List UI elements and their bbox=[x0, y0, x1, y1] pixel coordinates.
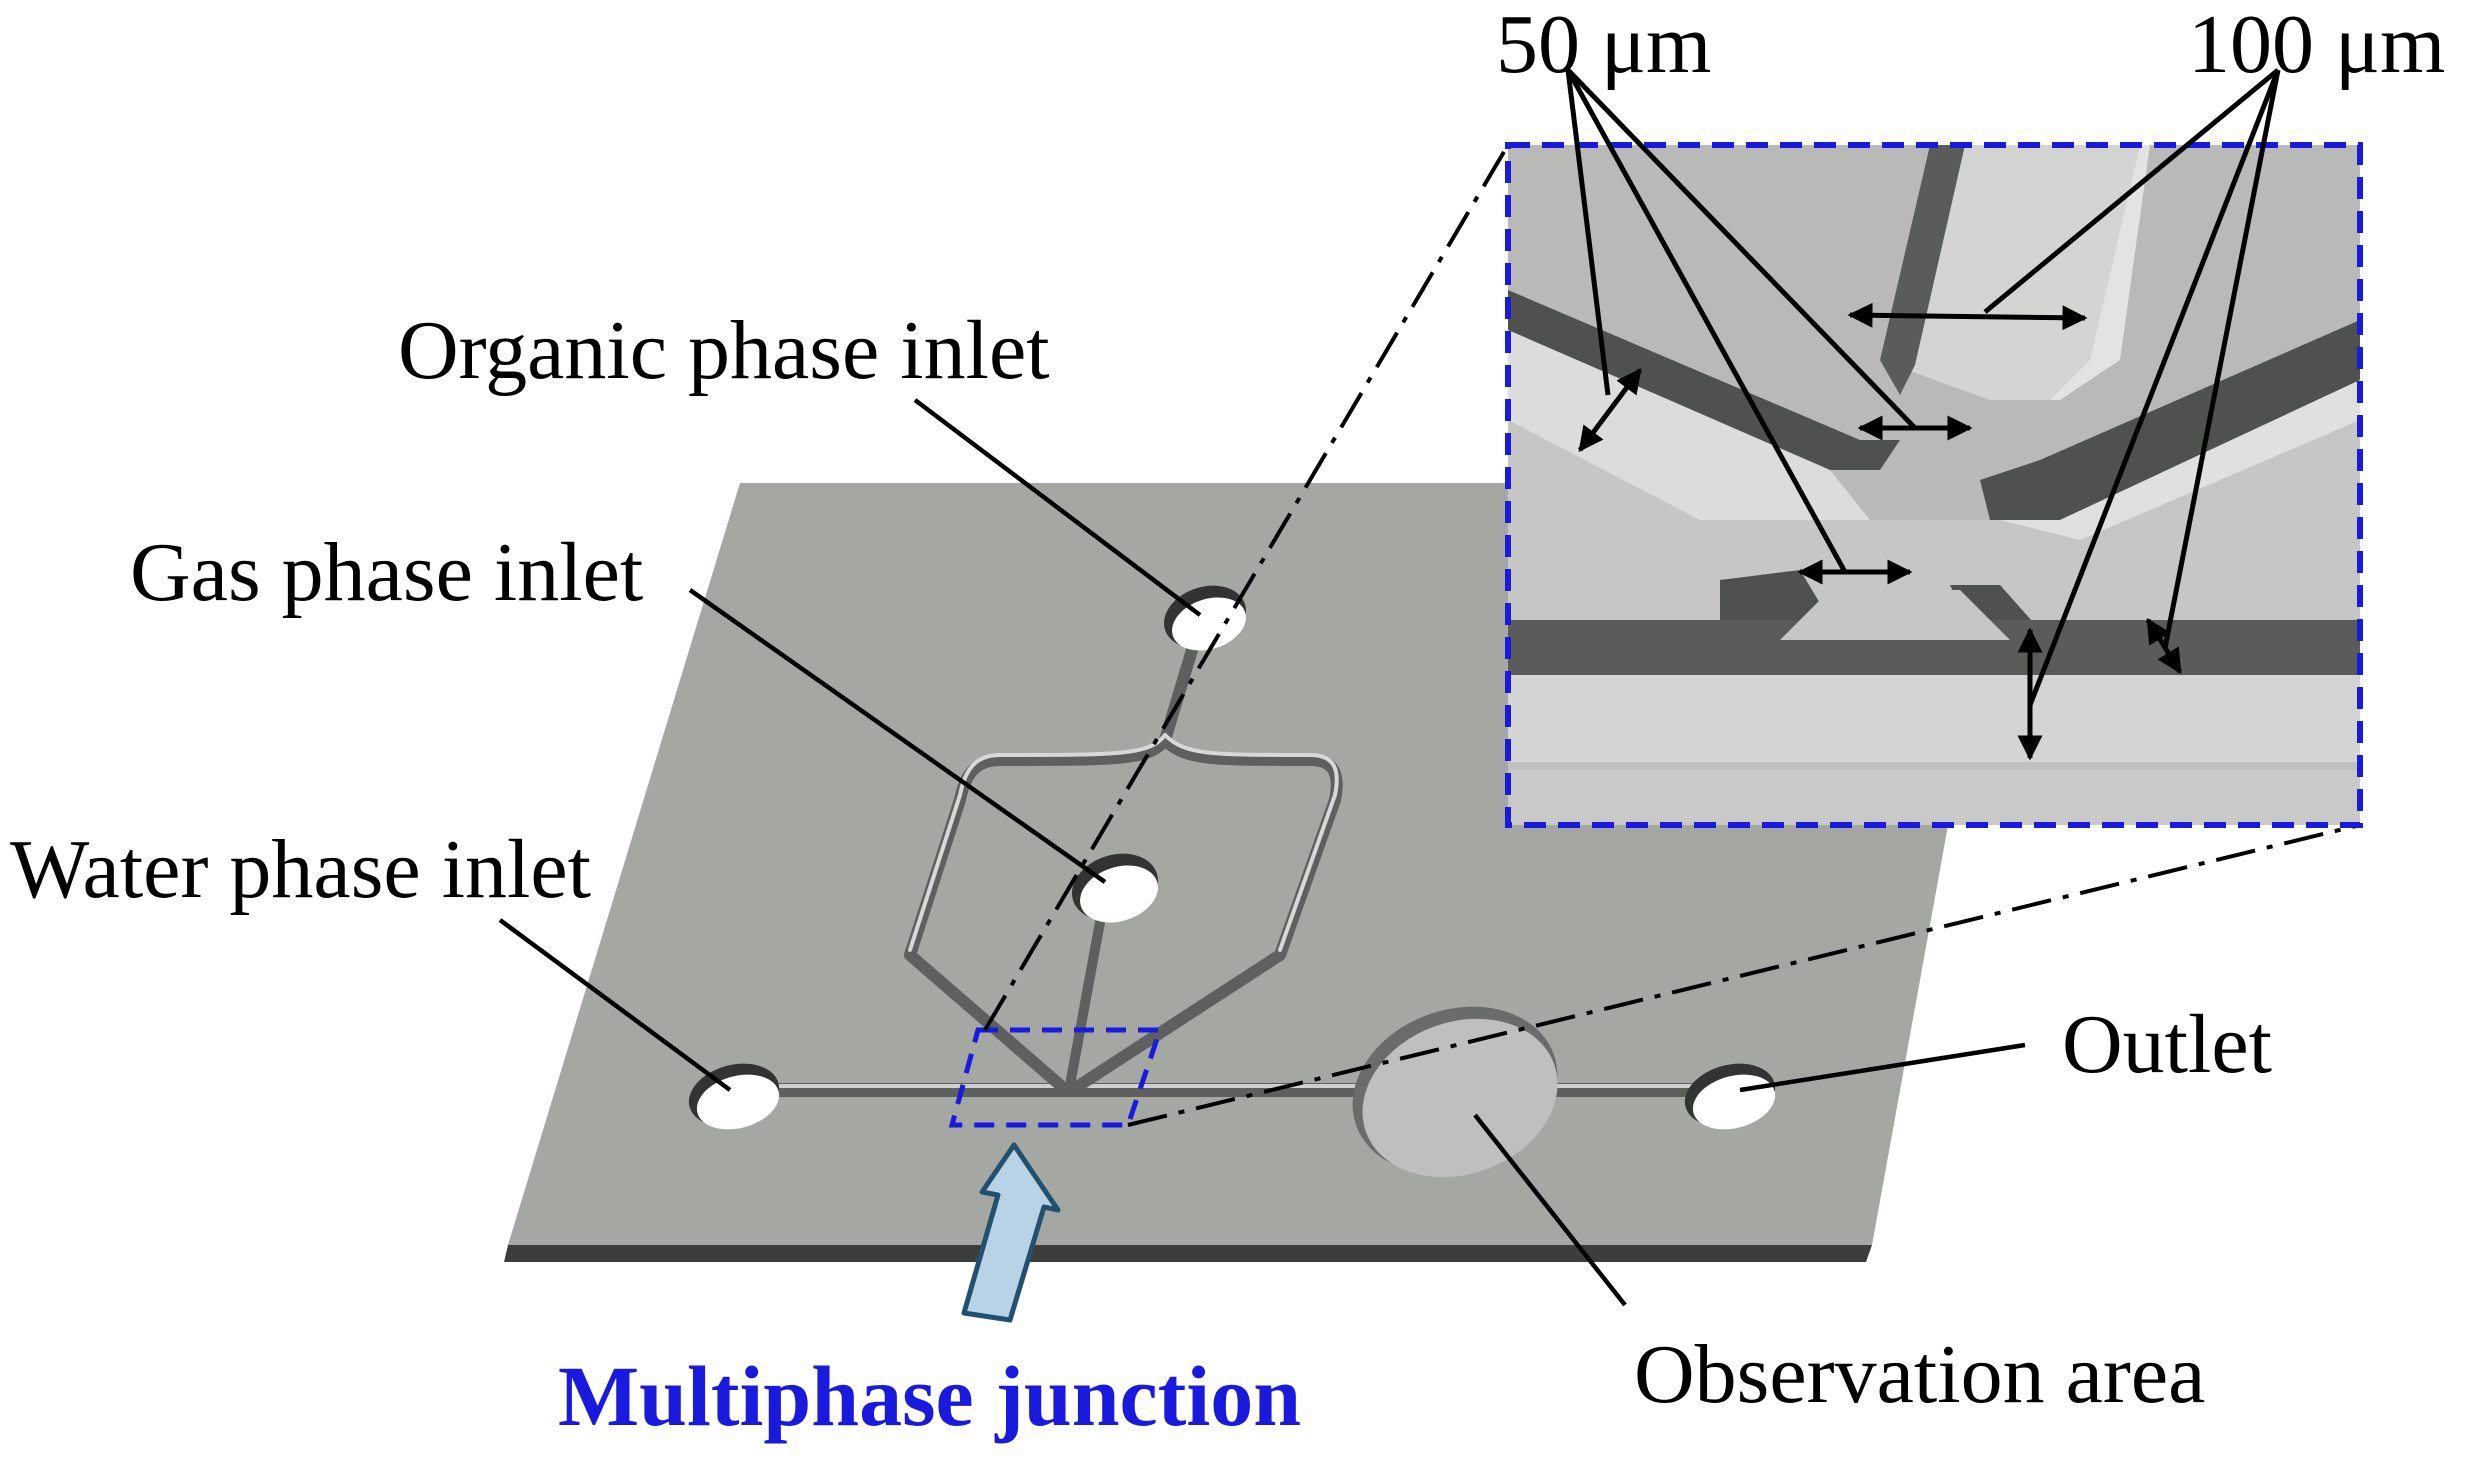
dimension-arrows bbox=[1578, 302, 2183, 761]
dim-arrow-left-channel bbox=[1578, 368, 1642, 452]
inset-border bbox=[1505, 142, 2363, 828]
zoom-lines bbox=[983, 143, 2361, 1127]
chip-edge bbox=[504, 1245, 1872, 1262]
dim-arrow-top-channel bbox=[1847, 302, 2088, 331]
label-dim-50um: 50 μm bbox=[1496, 0, 1711, 91]
label-leaders bbox=[498, 398, 2026, 1307]
dimension-leaders bbox=[1565, 68, 2281, 706]
label-organic-phase-inlet: Organic phase inlet bbox=[398, 304, 1050, 397]
junction-inset bbox=[1505, 142, 2363, 828]
junction-highlight-box bbox=[948, 1027, 1164, 1128]
label-dim-100um: 100 μm bbox=[2188, 0, 2445, 91]
label-outlet: Outlet bbox=[2062, 998, 2272, 1091]
gas-channel bbox=[1065, 890, 1110, 1090]
label-water-phase-inlet: Water phase inlet bbox=[10, 823, 591, 916]
label-multiphase-junction: Multiphase junction bbox=[558, 1348, 1301, 1444]
junction-pointer-arrow bbox=[961, 1142, 1061, 1323]
label-observation-area: Observation area bbox=[1634, 1328, 2205, 1421]
organic-channel bbox=[1159, 634, 1201, 746]
label-gas-phase-inlet: Gas phase inlet bbox=[130, 526, 643, 619]
